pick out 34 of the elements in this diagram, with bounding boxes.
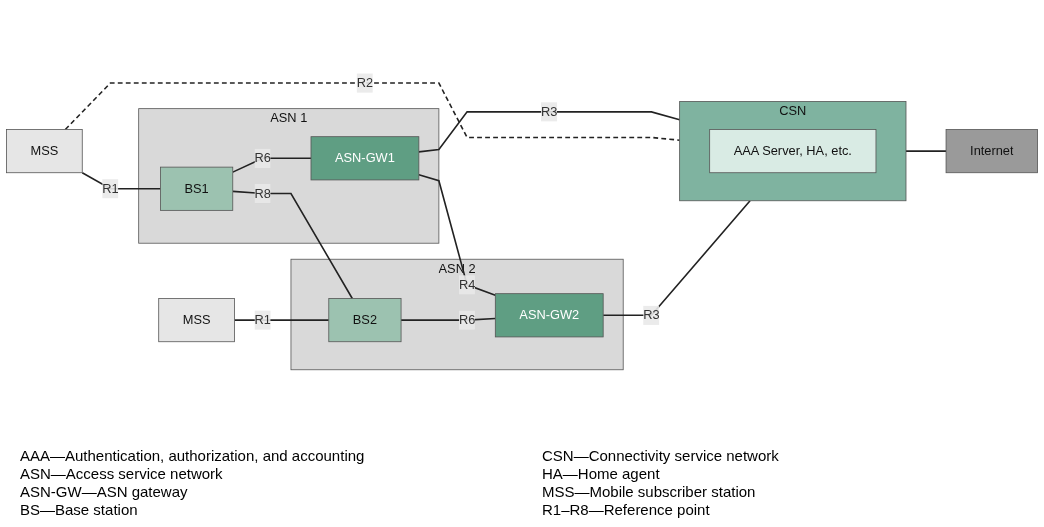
node-box: ASN-GW1 [310,136,420,181]
connector [233,319,330,321]
connector [81,171,162,190]
abbreviation-note: CSN—Connectivity service network [542,447,780,465]
connector [602,199,751,316]
connector [418,173,497,297]
connector [231,157,312,173]
edge-label: R1 [102,181,119,196]
abbreviation-note: R1–R8—Reference point [542,501,711,519]
abbreviation-note: AAA—Authentication, authorization, and accounting [20,447,366,465]
connector [418,110,681,153]
connector [231,190,354,300]
node-box: Internet [945,129,1038,174]
node-box: BS1 [160,166,234,211]
edge-label: R2 [356,75,374,90]
edge-label: R4 [458,277,476,292]
edge-label: R3 [643,308,660,322]
abbreviation-note: MSS—Mobile subscriber station [542,483,757,501]
node-box: AAA Server, HA, etc. [709,129,877,174]
connector [905,150,947,152]
node-box: ASN-GW2 [494,293,604,338]
node-box: BS2 [328,298,402,343]
abbreviation-note: HA—Home agent [542,465,661,483]
abbreviation-note: ASN—Access service network [20,465,224,483]
abbreviation-note: BS—Base station [20,501,139,519]
edge-label: R6 [254,151,271,165]
edge-label: R8 [254,186,271,200]
node-box: MSS [6,129,83,174]
connector [64,82,681,141]
node-box: MSS [158,298,235,343]
edge-label: R1 [254,312,271,327]
edge-label: R6 [458,312,476,327]
abbreviation-note: ASN-GW—ASN gateway [20,483,189,501]
edge-label: R3 [541,104,558,119]
